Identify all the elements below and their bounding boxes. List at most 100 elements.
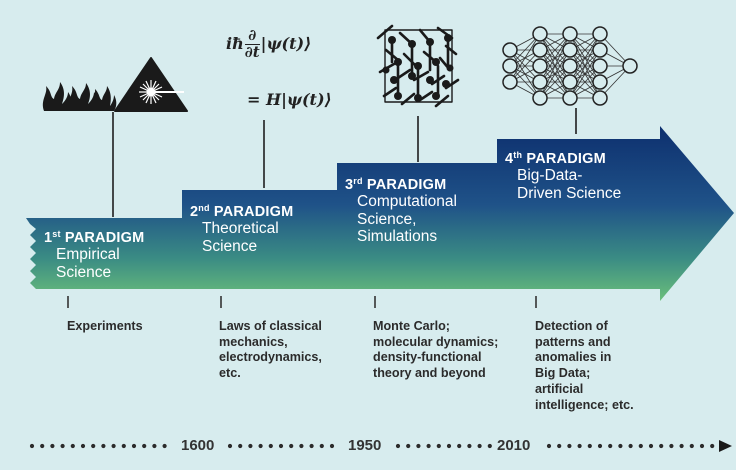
timeline-dot xyxy=(162,443,167,449)
timeline-dot xyxy=(309,443,314,449)
timeline-dot xyxy=(699,443,705,449)
timeline-dot xyxy=(227,443,233,449)
timeline-dot xyxy=(487,443,492,449)
nn-node xyxy=(502,58,518,74)
timeline-dot xyxy=(80,443,86,449)
timeline-dot xyxy=(60,443,65,449)
paradigm-1-subtitle: Empirical Science xyxy=(56,246,120,281)
timeline-dot xyxy=(258,443,263,449)
paradigm-3-description: Monte Carlo; molecular dynamics; density… xyxy=(373,319,499,381)
timeline-dot xyxy=(618,443,623,449)
timeline-dot xyxy=(679,443,684,449)
timeline-dot xyxy=(477,443,482,449)
timeline-dot xyxy=(329,443,335,449)
stepped-arrow xyxy=(26,126,734,301)
timeline-dot xyxy=(669,443,674,449)
nn-edge xyxy=(509,33,541,83)
nn-edge xyxy=(569,49,601,99)
timeline-dot xyxy=(436,443,441,449)
paradigm-1-description: Experiments xyxy=(67,319,143,333)
timeline-dot xyxy=(40,443,45,449)
nn-node xyxy=(562,90,578,106)
paradigm-2-title: 2nd PARADIGM xyxy=(190,203,294,220)
equation-line-2: = H|ψ(t)⟩ xyxy=(247,90,332,109)
timeline-dot xyxy=(446,443,452,449)
timeline-dot xyxy=(121,443,126,449)
timeline-dot xyxy=(395,443,401,449)
timeline-dot xyxy=(587,443,592,449)
nn-node xyxy=(532,42,548,58)
timeline-dot xyxy=(238,443,243,449)
timeline-dot xyxy=(319,443,324,449)
timeline-dot xyxy=(597,443,603,449)
timeline-dot xyxy=(91,443,96,449)
nn-node xyxy=(592,58,608,74)
nn-node xyxy=(562,26,578,42)
nn-node xyxy=(532,74,548,90)
equation-suffix: |ψ(t)⟩ xyxy=(260,33,312,53)
paradigm-1-title: 1st PARADIGM xyxy=(44,229,145,246)
timeline-dot xyxy=(29,443,35,449)
timeline-dot xyxy=(268,443,273,449)
timeline-dot xyxy=(248,443,253,449)
nn-edge xyxy=(539,33,571,83)
paradigm-4-subtitle: Big-Data- Driven Science xyxy=(517,167,622,202)
timeline-dot xyxy=(406,443,411,449)
nn-node xyxy=(562,74,578,90)
nn-node xyxy=(592,42,608,58)
nn-node xyxy=(562,42,578,58)
nn-node xyxy=(532,26,548,42)
paradigm-1-label: 1st PARADIGM Empirical Science xyxy=(44,229,145,281)
timeline-dot xyxy=(299,443,304,449)
timeline-dot xyxy=(577,443,582,449)
nn-node xyxy=(592,90,608,106)
nn-node xyxy=(532,58,548,74)
paradigm-4-title: 4th PARADIGM xyxy=(505,150,606,167)
timeline-dot xyxy=(131,443,137,449)
nn-edge xyxy=(539,49,571,99)
schrodinger-equation: iħ∂∂t|ψ(t)⟩ xyxy=(226,27,312,61)
timeline-dots xyxy=(29,443,715,449)
neural-network-icon xyxy=(502,26,638,106)
nn-edge xyxy=(569,33,601,83)
equation-denominator: ∂t xyxy=(244,42,260,61)
timeline-dot xyxy=(546,443,552,449)
paradigm-2-label: 2nd PARADIGM Theoretical Science xyxy=(190,203,294,255)
paradigm-3-label: 3rd PARADIGM Computational Science, Simu… xyxy=(345,176,457,245)
nn-node xyxy=(532,90,548,106)
timeline-dot xyxy=(416,443,421,449)
timeline-arrowhead xyxy=(719,440,732,452)
timeline-dot xyxy=(50,443,55,449)
timeline-dot xyxy=(567,443,572,449)
equation-numerator: ∂ xyxy=(244,27,260,45)
nn-node xyxy=(502,74,518,90)
timeline-dot xyxy=(710,443,715,449)
timeline-dot xyxy=(278,443,284,449)
paradigm-2-description: Laws of classical mechanics, electrodyna… xyxy=(219,319,322,381)
nn-node xyxy=(562,58,578,74)
paradigm-3-title: 3rd PARADIGM xyxy=(345,176,447,193)
timeline-dot xyxy=(648,443,654,449)
paradigm-2-subtitle: Theoretical Science xyxy=(202,220,279,255)
timeline-dot xyxy=(152,443,157,449)
paradigm-4-description: Detection of patterns and anomalies in B… xyxy=(535,319,634,412)
nn-node xyxy=(592,26,608,42)
timeline-dot xyxy=(70,443,75,449)
timeline-year-2010: 2010 xyxy=(497,437,531,454)
timeline-year-1950: 1950 xyxy=(348,437,382,454)
timeline-dot xyxy=(101,443,106,449)
timeline-dot xyxy=(467,443,472,449)
timeline-dot xyxy=(659,443,664,449)
laser-warning-icon xyxy=(114,57,188,112)
paradigm-3-subtitle: Computational Science, Simulations xyxy=(357,193,457,245)
timeline-dot xyxy=(689,443,694,449)
fire-icon xyxy=(42,82,117,111)
timeline-dot xyxy=(426,443,431,449)
equation-fraction: ∂∂t xyxy=(244,27,260,61)
nn-node xyxy=(622,58,638,74)
timeline-dot xyxy=(638,443,643,449)
paradigm-4-label: 4th PARADIGM Big-Data- Driven Science xyxy=(505,150,622,202)
timeline-dot xyxy=(111,443,116,449)
